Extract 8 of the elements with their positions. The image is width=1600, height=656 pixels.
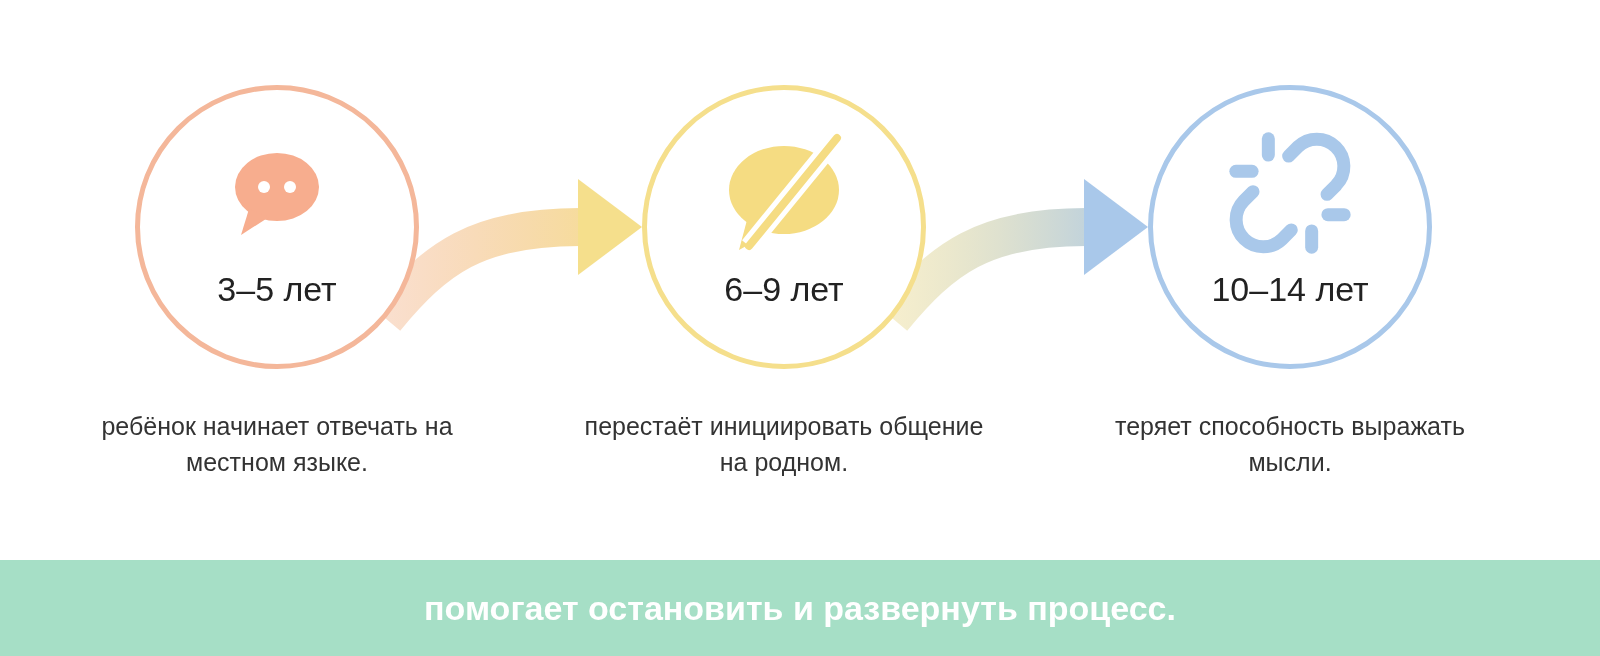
age-range-label: 10–14 лет (1211, 269, 1369, 310)
summary-text: помогает остановить и развернуть процесс. (424, 587, 1176, 629)
age-range-label: 3–5 лет (217, 269, 337, 310)
summary-banner (0, 560, 1600, 656)
stage-description: теряет способность выражать мысли. (1114, 411, 1466, 478)
age-range-label: 6–9 лет (724, 269, 844, 310)
stage-description: ребёнок начинает отвечать на местном языке. (100, 411, 454, 478)
stage-description: перестаёт инициировать общение на родном. (583, 411, 985, 478)
